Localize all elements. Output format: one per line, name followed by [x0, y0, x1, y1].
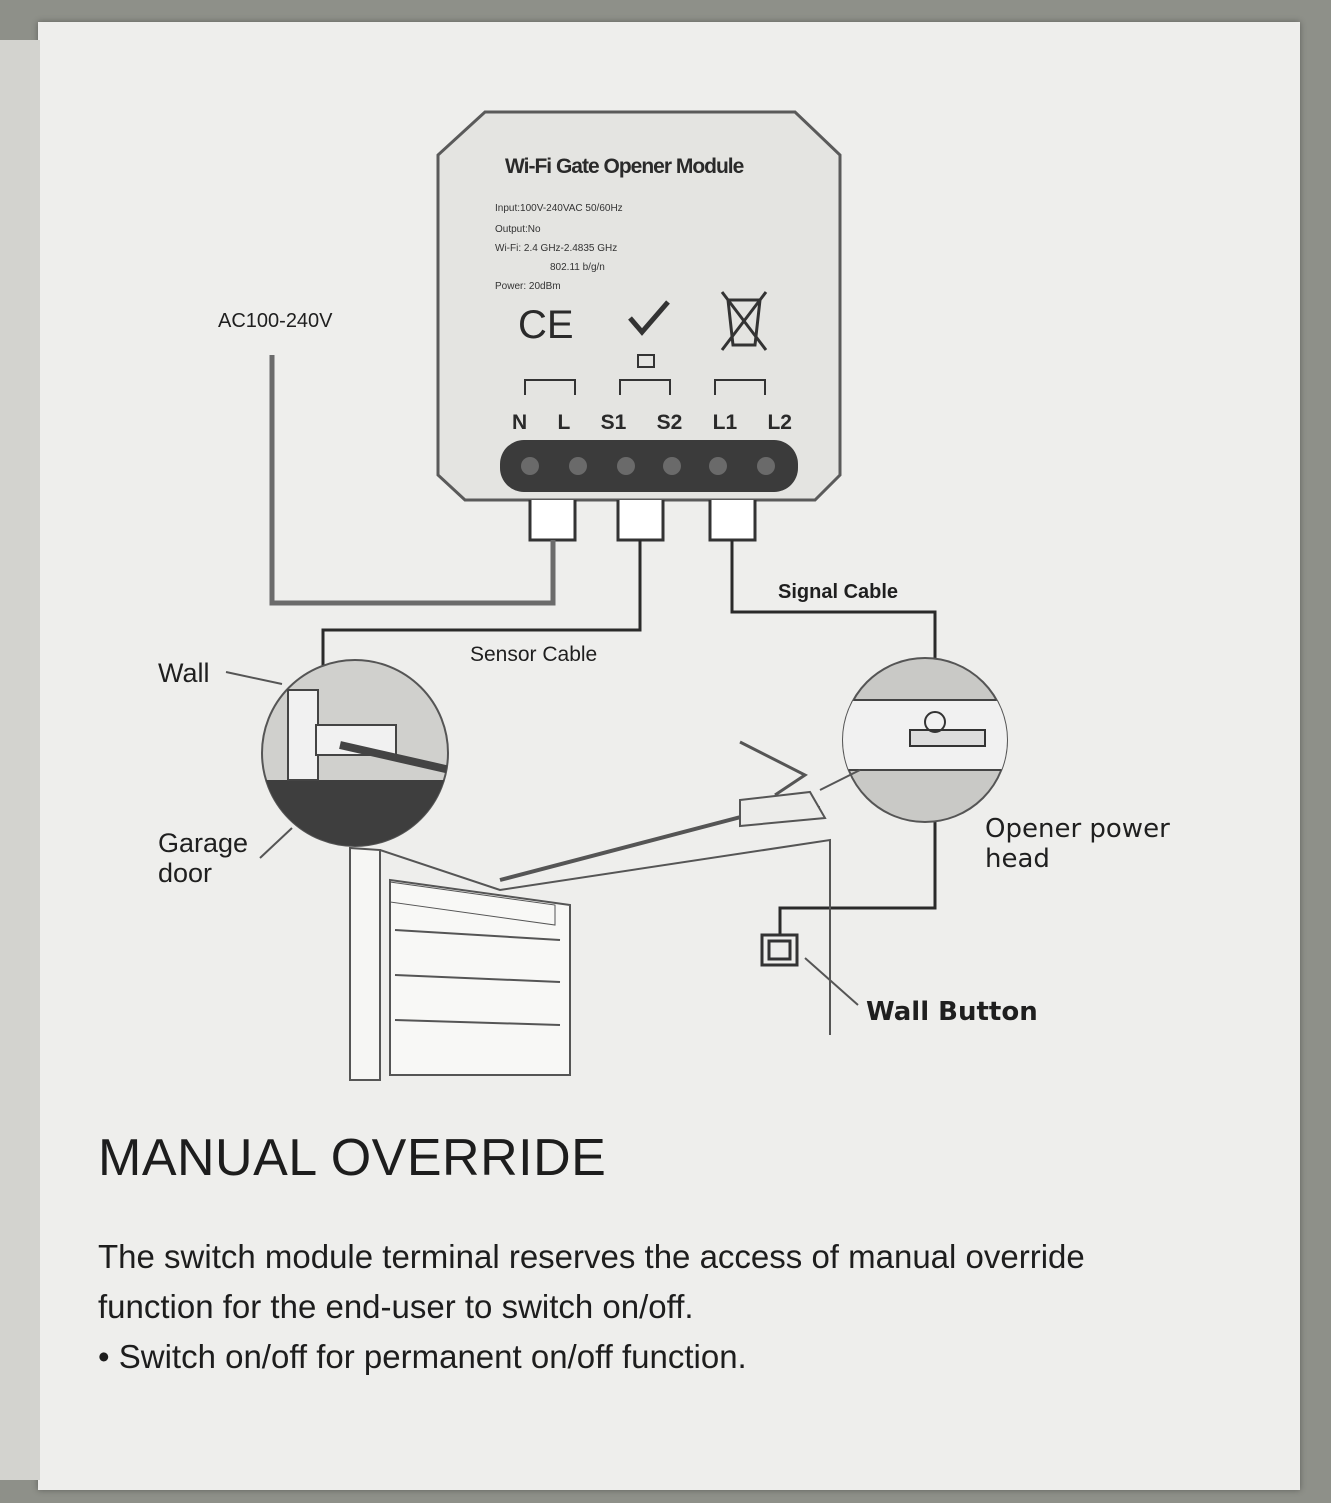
- section-paragraph: The switch module terminal reserves the …: [98, 1238, 1085, 1325]
- previous-page-edge: [0, 40, 40, 1480]
- rohs-check-icon: [628, 300, 670, 368]
- opener-power-head-label: Opener power head: [985, 814, 1170, 874]
- ac-supply-label: AC100-240V: [218, 310, 333, 332]
- wall-label: Wall: [158, 658, 210, 688]
- opener-detail-circle: [819, 657, 1008, 823]
- module-spec-wifi: Wi-Fi: 2.4 GHz-2.4835 GHz: [495, 243, 618, 254]
- weee-bin-icon: [720, 291, 768, 351]
- connector-tabs: [528, 500, 757, 542]
- terminal-n: N: [512, 411, 528, 434]
- terminal-strip: [500, 440, 798, 492]
- module-spec-output: Output:No: [495, 224, 541, 235]
- sensor-detail-circle: [261, 659, 449, 847]
- module-spec-power: Power: 20dBm: [495, 281, 561, 292]
- terminal-screws: [521, 457, 775, 475]
- garage-illustration: [349, 740, 831, 1081]
- garage-door-label: Garage door: [158, 828, 249, 888]
- module-housing: [436, 110, 842, 502]
- module-title: Wi-Fi Gate Opener Module: [505, 155, 744, 178]
- sensor-cable-label: Sensor Cable: [470, 643, 598, 666]
- terminal-l2: L2: [767, 411, 792, 434]
- ce-mark: CE: [518, 303, 574, 347]
- section-heading: MANUAL OVERRIDE: [98, 1129, 607, 1187]
- module-spec-input: Input:100V-240VAC 50/60Hz: [495, 203, 623, 214]
- wall-button-label: Wall Button: [866, 997, 1038, 1027]
- terminal-brackets: [524, 379, 766, 395]
- section-bullet: • Switch on/off for permanent on/off fun…: [98, 1338, 747, 1375]
- terminal-labels: N L S1 S2 L1 L2: [512, 411, 792, 435]
- ac-supply-wire: [269, 355, 556, 606]
- terminal-l1: L1: [712, 411, 738, 434]
- terminal-s1: S1: [600, 411, 627, 434]
- terminal-l: L: [557, 411, 571, 434]
- signal-cable-label: Signal Cable: [778, 581, 899, 603]
- terminal-s2: S2: [656, 411, 683, 434]
- wall-button-icon: [760, 933, 799, 967]
- section-body: The switch module terminal reserves the …: [98, 1232, 1198, 1382]
- module-spec-standard: 802.11 b/g/n: [550, 262, 605, 273]
